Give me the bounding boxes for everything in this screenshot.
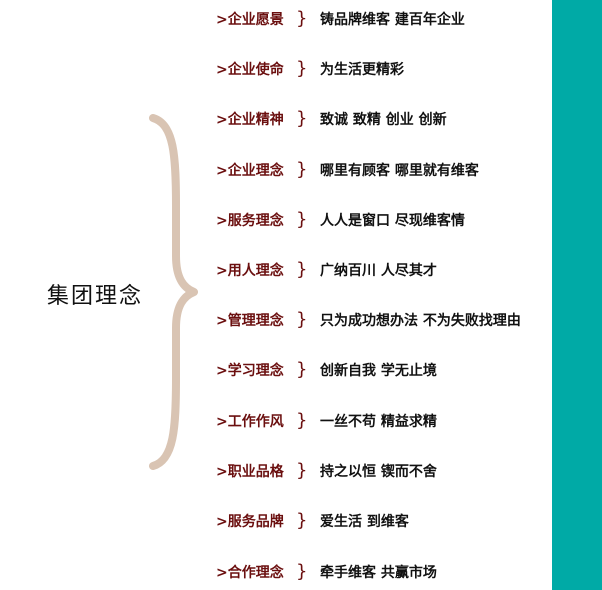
philosophy-value: 广纳百川 人尽其才 (320, 263, 437, 279)
philosophy-row: >管理理念 } 只为成功想办法 不为失败找理由 (216, 308, 521, 332)
philosophy-row: >服务品牌 } 爱生活 到维客 (216, 509, 409, 533)
philosophy-key: >合作理念 (216, 565, 284, 581)
philosophy-key: >工作作风 (216, 414, 284, 430)
brace-separator: } (296, 259, 308, 280)
philosophy-value: 牵手维客 共赢市场 (320, 565, 437, 581)
philosophy-key: >职业品格 (216, 464, 284, 480)
brace-separator: } (296, 460, 308, 481)
philosophy-row: >学习理念 } 创新自我 学无止境 (216, 358, 437, 382)
philosophy-value: 爱生活 到维客 (320, 514, 409, 530)
philosophy-key: >企业精神 (216, 112, 284, 128)
philosophy-value: 为生活更精彩 (320, 62, 404, 78)
philosophy-row: >企业愿景 } 铸品牌维客 建百年企业 (216, 7, 465, 31)
philosophy-key: >管理理念 (216, 313, 284, 329)
brace-separator: } (296, 410, 308, 431)
philosophy-value: 创新自我 学无止境 (320, 363, 437, 379)
brace-separator: } (296, 359, 308, 380)
philosophy-row: >服务理念 } 人人是窗口 尽现维客情 (216, 208, 465, 232)
philosophy-value: 哪里有顾客 哪里就有维客 (320, 163, 479, 179)
philosophy-value: 一丝不苟 精益求精 (320, 414, 437, 430)
brace-separator: } (296, 209, 308, 230)
philosophy-value: 只为成功想办法 不为失败找理由 (320, 313, 521, 329)
accent-bar (552, 0, 602, 590)
philosophy-value: 人人是窗口 尽现维客情 (320, 213, 465, 229)
philosophy-value: 铸品牌维客 建百年企业 (320, 12, 465, 28)
philosophy-row: >企业精神 } 致诚 致精 创业 创新 (216, 107, 447, 131)
philosophy-key: >服务品牌 (216, 514, 284, 530)
brace-separator: } (296, 108, 308, 129)
brace-icon (149, 114, 198, 470)
philosophy-row: >工作作风 } 一丝不苟 精益求精 (216, 409, 437, 433)
brace-separator: } (296, 58, 308, 79)
philosophy-value: 持之以恒 锲而不舍 (320, 464, 437, 480)
philosophy-key: >服务理念 (216, 213, 284, 229)
philosophy-row: >用人理念 } 广纳百川 人尽其才 (216, 258, 437, 282)
brace-separator: } (296, 510, 308, 531)
philosophy-row: >企业使命 } 为生活更精彩 (216, 57, 404, 81)
philosophy-key: >企业愿景 (216, 12, 284, 28)
philosophy-row: >企业理念 } 哪里有顾客 哪里就有维客 (216, 158, 479, 182)
philosophy-row: >合作理念 } 牵手维客 共赢市场 (216, 560, 437, 584)
philosophy-key: >企业理念 (216, 163, 284, 179)
group-title: 集团理念 (47, 284, 144, 309)
brace-separator: } (296, 159, 308, 180)
brace-separator: } (296, 8, 308, 29)
philosophy-value: 致诚 致精 创业 创新 (320, 112, 447, 128)
brace-separator: } (296, 561, 308, 582)
philosophy-key: >学习理念 (216, 363, 284, 379)
philosophy-key: >用人理念 (216, 263, 284, 279)
brace-separator: } (296, 309, 308, 330)
philosophy-row: >职业品格 } 持之以恒 锲而不舍 (216, 459, 437, 483)
philosophy-key: >企业使命 (216, 62, 284, 78)
